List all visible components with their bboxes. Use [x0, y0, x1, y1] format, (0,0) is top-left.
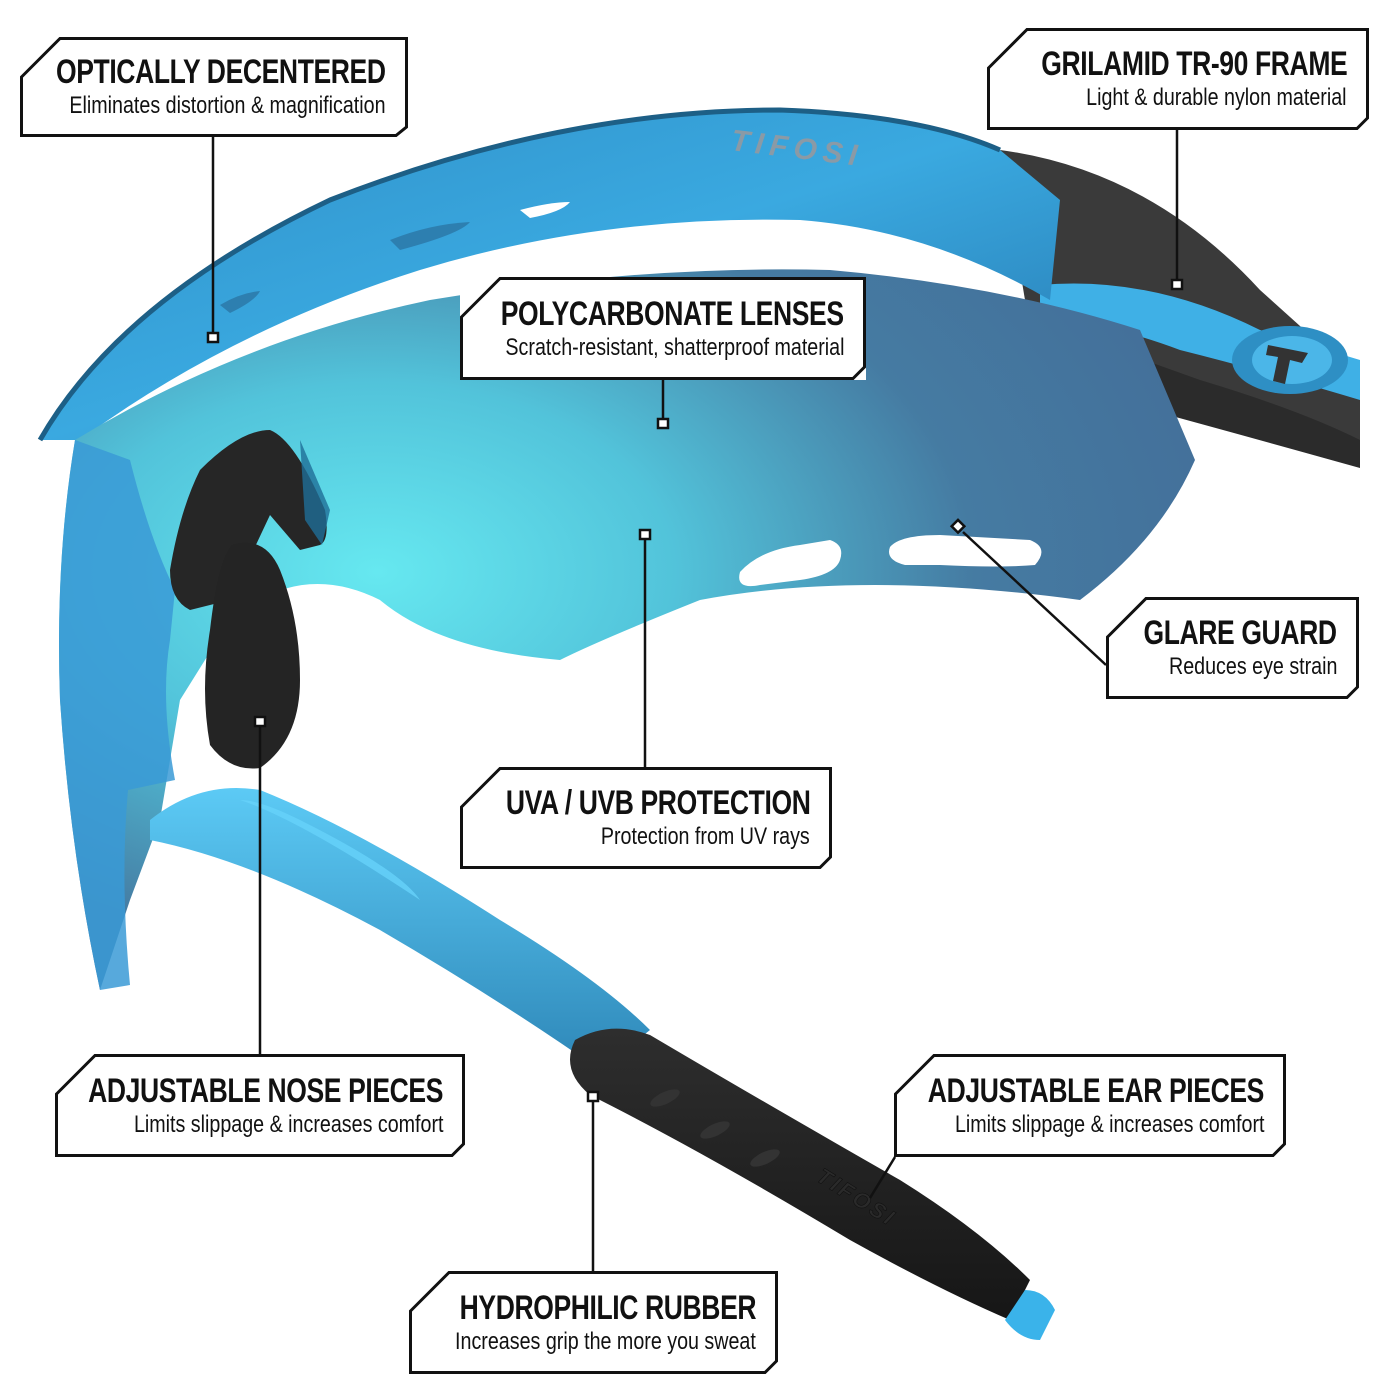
callout-optically-decentered: OPTICALLY DECENTERED Eliminates distorti…: [20, 37, 408, 137]
callout-subtitle: Light & durable nylon material: [1086, 84, 1347, 111]
callout-nose-pieces: ADJUSTABLE NOSE PIECES Limits slippage &…: [55, 1054, 465, 1157]
nose-pads: [170, 430, 330, 769]
callout-subtitle: Protection from UV rays: [601, 823, 810, 850]
glare-vent-2: [889, 535, 1042, 567]
lens: [59, 269, 1195, 990]
callout-glare-guard: GLARE GUARD Reduces eye strain: [1106, 597, 1359, 699]
brow-bar: TIFOSI: [37, 107, 1060, 442]
callout-frame: [55, 1054, 465, 1157]
callout-title: GRILAMID TR-90 FRAME: [1040, 45, 1347, 83]
callout-frame: [460, 767, 832, 869]
callout-frame: [20, 37, 408, 137]
callout-subtitle: Eliminates distortion & magnification: [69, 92, 386, 119]
callout-frame: [1106, 597, 1359, 699]
leader-lines: [206, 130, 1184, 1273]
callout-subtitle: Limits slippage & increases comfort: [133, 1110, 443, 1138]
glare-vent-1: [739, 540, 842, 587]
callout-uv-protection: UVA / UVB PROTECTION Protection from UV …: [460, 767, 832, 869]
callout-frame: [894, 1054, 1286, 1157]
callout-title: UVA / UVB PROTECTION: [505, 784, 810, 822]
callout-title: ADJUSTABLE NOSE PIECES: [88, 1071, 443, 1110]
callout-title: OPTICALLY DECENTERED: [56, 53, 386, 91]
callout-grilamid-frame: GRILAMID TR-90 FRAME Light & durable nyl…: [987, 28, 1369, 130]
callout-polycarbonate-lenses: POLYCARBONATE LENSES Scratch-resistant, …: [460, 277, 866, 380]
callout-subtitle: Increases grip the more you sweat: [455, 1327, 756, 1355]
callout-title: POLYCARBONATE LENSES: [501, 294, 844, 333]
callout-subtitle: Reduces eye strain: [1168, 653, 1337, 680]
callout-title: GLARE GUARD: [1143, 614, 1338, 652]
callout-subtitle: Scratch-resistant, shatterproof material: [504, 333, 844, 361]
callout-title: ADJUSTABLE EAR PIECES: [927, 1071, 1265, 1110]
callout-ear-pieces: ADJUSTABLE EAR PIECES Limits slippage & …: [894, 1054, 1286, 1157]
callout-subtitle: Limits slippage & increases comfort: [954, 1110, 1264, 1138]
callout-frame: [460, 277, 866, 380]
callout-title: HYDROPHILIC RUBBER: [459, 1288, 757, 1327]
right-temple: [1000, 150, 1360, 468]
callout-frame: [409, 1271, 778, 1374]
ear-piece-rubber: [570, 1028, 1030, 1320]
callout-frame: [987, 28, 1369, 130]
callout-hydrophilic-rubber: HYDROPHILIC RUBBER Increases grip the mo…: [409, 1271, 778, 1374]
left-temple-arm: TIFOSI: [150, 788, 1055, 1340]
